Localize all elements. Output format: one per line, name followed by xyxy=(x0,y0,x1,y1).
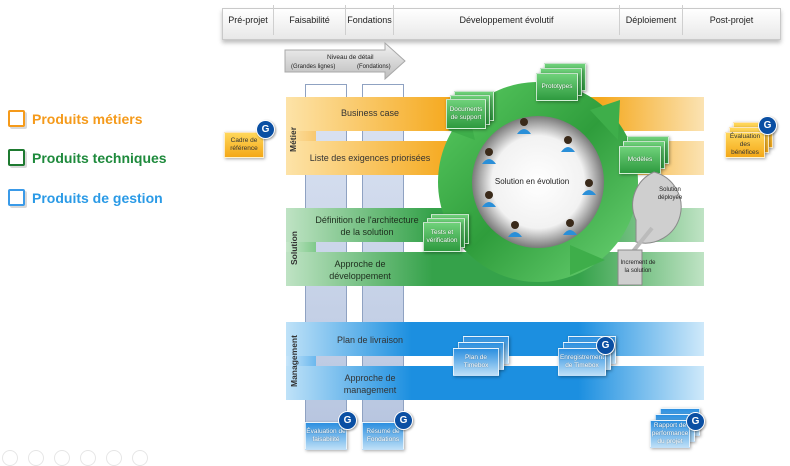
phase-fondations: Fondations xyxy=(346,5,394,35)
g-badge-icon: G xyxy=(338,411,357,430)
band-management-side-label: Management xyxy=(289,335,299,387)
legend-label: Produits de gestion xyxy=(32,189,163,206)
nav-dot[interactable] xyxy=(54,450,70,466)
band-solution-side xyxy=(286,242,316,252)
phase-post-projet: Post-projet xyxy=(709,15,754,25)
product-evaluation-benefices: Évaluation des bénéfices xyxy=(725,122,773,158)
detail-level-arrow xyxy=(283,42,408,80)
g-badge-icon: G xyxy=(758,116,777,135)
legend-produits-gestion: Produits de gestion xyxy=(8,189,163,206)
person-icon xyxy=(517,117,531,134)
phase-faisabilite: Faisabilité xyxy=(274,5,346,35)
phase-pre-projet: Pré-projet xyxy=(223,5,274,35)
nav-dot[interactable] xyxy=(2,450,18,466)
nav-dot[interactable] xyxy=(106,450,122,466)
person-icon xyxy=(582,178,596,195)
band-management-row1-label: Plan de livraison xyxy=(336,335,404,345)
band-management-side xyxy=(286,356,316,366)
cycle-arrow-head-top xyxy=(590,100,620,140)
legend-swatch-orange xyxy=(8,110,25,127)
product-cadre-reference: Cadre de référence xyxy=(224,132,264,158)
puzzle-deployed-label: Solution déployée xyxy=(657,187,683,201)
band-metier-row1-label: Business case xyxy=(340,108,400,118)
g-badge-icon: G xyxy=(256,120,275,139)
doc-documents-support: Documents de support xyxy=(446,91,494,129)
puzzle-increment-label: Increment de la solution xyxy=(620,260,656,274)
person-icon xyxy=(561,135,575,152)
person-icon xyxy=(482,190,496,207)
g-badge-icon: G xyxy=(686,412,705,431)
phase-deploiement: Déploiement xyxy=(620,5,683,35)
detail-title: Niveau de détail xyxy=(327,54,374,61)
cycle-center-label: Solution en évolution xyxy=(494,177,570,186)
person-icon xyxy=(508,220,522,237)
puzzle-deployed-piece xyxy=(632,171,682,244)
product-plan-timebox: Plan de Timebox xyxy=(453,336,509,376)
detail-right-label: (Fondations) xyxy=(357,64,391,70)
cycle-arrow-head-bottom xyxy=(570,245,605,275)
legend-swatch-blue xyxy=(8,189,25,206)
band-solution-row2-label: Approche de développement xyxy=(329,259,391,281)
detail-left-label: (Grandes lignes) xyxy=(291,64,336,70)
doc-tests-verification: Tests et vérification xyxy=(423,214,469,252)
band-metier-side-label: Métier xyxy=(288,126,298,152)
band-solution-row1-label: Définition de l'architecture de la solut… xyxy=(315,215,419,237)
puzzle-increment-piece xyxy=(617,249,643,286)
legend-produits-techniques: Produits techniques xyxy=(8,149,167,166)
slide-nav-dots xyxy=(2,450,148,466)
g-badge-icon: G xyxy=(394,411,413,430)
doc-modeles: Modèles xyxy=(619,136,669,174)
phase-header: Pré-projet Faisabilité Fondations Dévelo… xyxy=(222,5,781,40)
band-metier-side xyxy=(286,131,316,141)
band-management-row2-label: Approche de management xyxy=(343,373,397,395)
legend-swatch-green xyxy=(8,149,25,166)
legend-label: Produits métiers xyxy=(32,110,143,127)
nav-dot[interactable] xyxy=(28,450,44,466)
doc-prototypes: Prototypes xyxy=(536,63,586,101)
phase-developpement-evolutif: Développement évolutif xyxy=(394,5,620,35)
legend-label: Produits techniques xyxy=(32,149,167,166)
person-icon xyxy=(563,218,577,235)
g-badge-icon: G xyxy=(596,336,615,355)
nav-dot[interactable] xyxy=(132,450,148,466)
person-icon xyxy=(482,147,496,164)
legend-produits-metiers: Produits métiers xyxy=(8,110,142,127)
product-rapport-performance: Rapport de performance du projet xyxy=(650,408,700,448)
nav-dot[interactable] xyxy=(80,450,96,466)
puzzle-graphic xyxy=(617,171,682,286)
band-solution-side-label: Solution xyxy=(289,231,299,265)
band-metier-row2-label: Liste des exigences priorisées xyxy=(309,153,431,163)
